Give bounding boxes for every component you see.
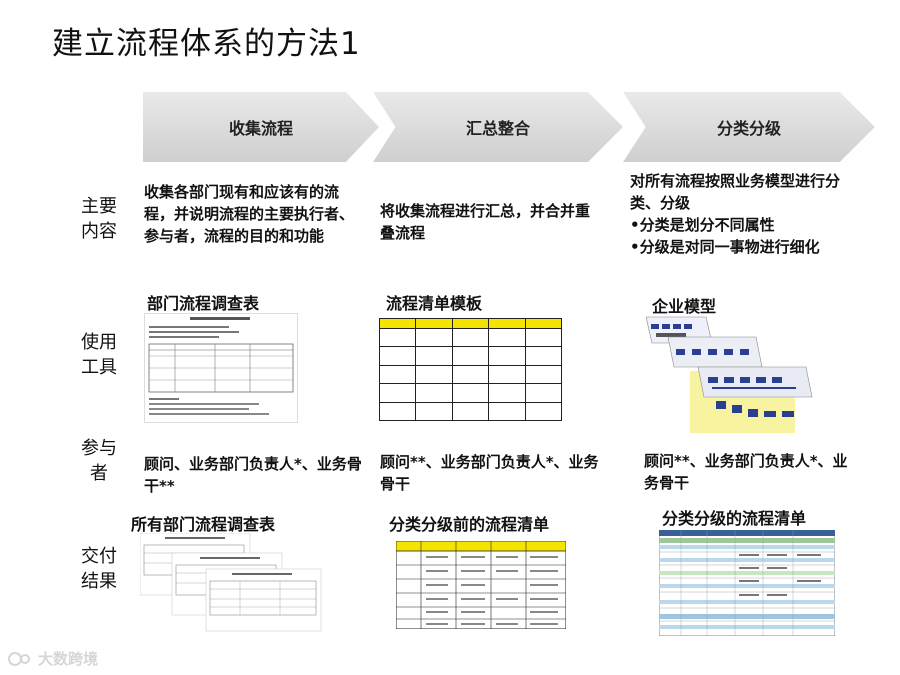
- tool-caption-survey: 部门流程调查表: [147, 294, 260, 313]
- stacked-surveys-thumbnail: [139, 532, 330, 633]
- step-label: 汇总整合: [465, 119, 530, 138]
- content-classify: 对所有流程按照业务模型进行分类、分级 •分类是划分不同属性 •分级是对同一事物进…: [630, 172, 841, 256]
- watermark-text: 大数跨境: [38, 650, 99, 668]
- watermark: 大数跨境: [8, 648, 98, 669]
- enterprise-model-diagram: [645, 316, 813, 433]
- participants-classify: 顾问**、业务部门负责人*、业务骨干: [644, 452, 848, 492]
- survey-form-thumbnail: [144, 313, 298, 423]
- row-label-deliverables: 交付 结果: [81, 546, 117, 592]
- deliverable-caption-classified-list: 分类分级的流程清单: [662, 509, 807, 528]
- content-collect: 收集各部门现有和应该有的流程，并说明流程的主要执行者、参与者，流程的目的和功能: [144, 183, 355, 245]
- content-merge: 将收集流程进行汇总，并合并重叠流程: [380, 202, 591, 242]
- participants-collect: 顾问、业务部门负责人*、业务骨干**: [144, 455, 362, 495]
- template-table: [378, 318, 563, 422]
- row-label-content: 主要 内容: [81, 196, 117, 242]
- deliverable-caption-surveys: 所有部门流程调查表: [131, 515, 276, 534]
- watermark-logo-icon: [8, 651, 32, 667]
- stacked-documents-graphic: [139, 532, 322, 632]
- page-title: 建立流程体系的方法1: [52, 26, 361, 62]
- survey-form-graphic: [148, 317, 294, 415]
- deliverable-caption-pre-list: 分类分级前的流程清单: [389, 515, 550, 534]
- step-label: 收集流程: [228, 119, 293, 138]
- enterprise-model-graphic: [645, 315, 816, 435]
- row-label-tools: 使用 工具: [81, 332, 117, 378]
- pre-classification-list-thumbnail: [395, 540, 567, 630]
- step-merge-arrow: 汇总整合: [373, 92, 623, 162]
- row-label-participants: 参与 者: [81, 438, 117, 484]
- classified-list-table-graphic: [658, 529, 836, 637]
- classified-list-thumbnail: [658, 529, 836, 637]
- step-label: 分类分级: [716, 119, 781, 138]
- tool-caption-model: 企业模型: [652, 297, 717, 316]
- step-collect-arrow: 收集流程: [143, 92, 379, 162]
- step-classify-arrow: 分类分级: [623, 92, 875, 162]
- participants-merge: 顾问**、业务部门负责人*、业务骨干: [380, 453, 599, 493]
- pre-list-table-graphic: [395, 540, 567, 630]
- tool-caption-template: 流程清单模板: [386, 294, 483, 313]
